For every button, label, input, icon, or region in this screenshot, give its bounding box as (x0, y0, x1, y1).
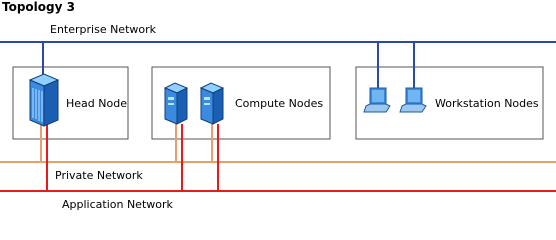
topology-diagram (0, 41, 556, 192)
enterprise-network-label: Enterprise Network (50, 23, 157, 36)
diagram-title: Topology 3 (2, 0, 75, 14)
workstation-laptop-icon-2 (399, 87, 427, 113)
workstation-laptop-icon-1 (363, 87, 391, 113)
workstation-nodes-box (355, 66, 544, 140)
workstation-nodes-label: Workstation Nodes (435, 97, 539, 110)
compute-nodes-label: Compute Nodes (235, 97, 324, 110)
head-node-server-icon (28, 73, 60, 127)
head-node-label: Head Node (66, 97, 127, 110)
application-network-label: Application Network (62, 198, 173, 211)
compute-server-icon-2 (199, 82, 225, 125)
private-network-label: Private Network (55, 169, 143, 182)
compute-server-icon-1 (163, 82, 189, 125)
